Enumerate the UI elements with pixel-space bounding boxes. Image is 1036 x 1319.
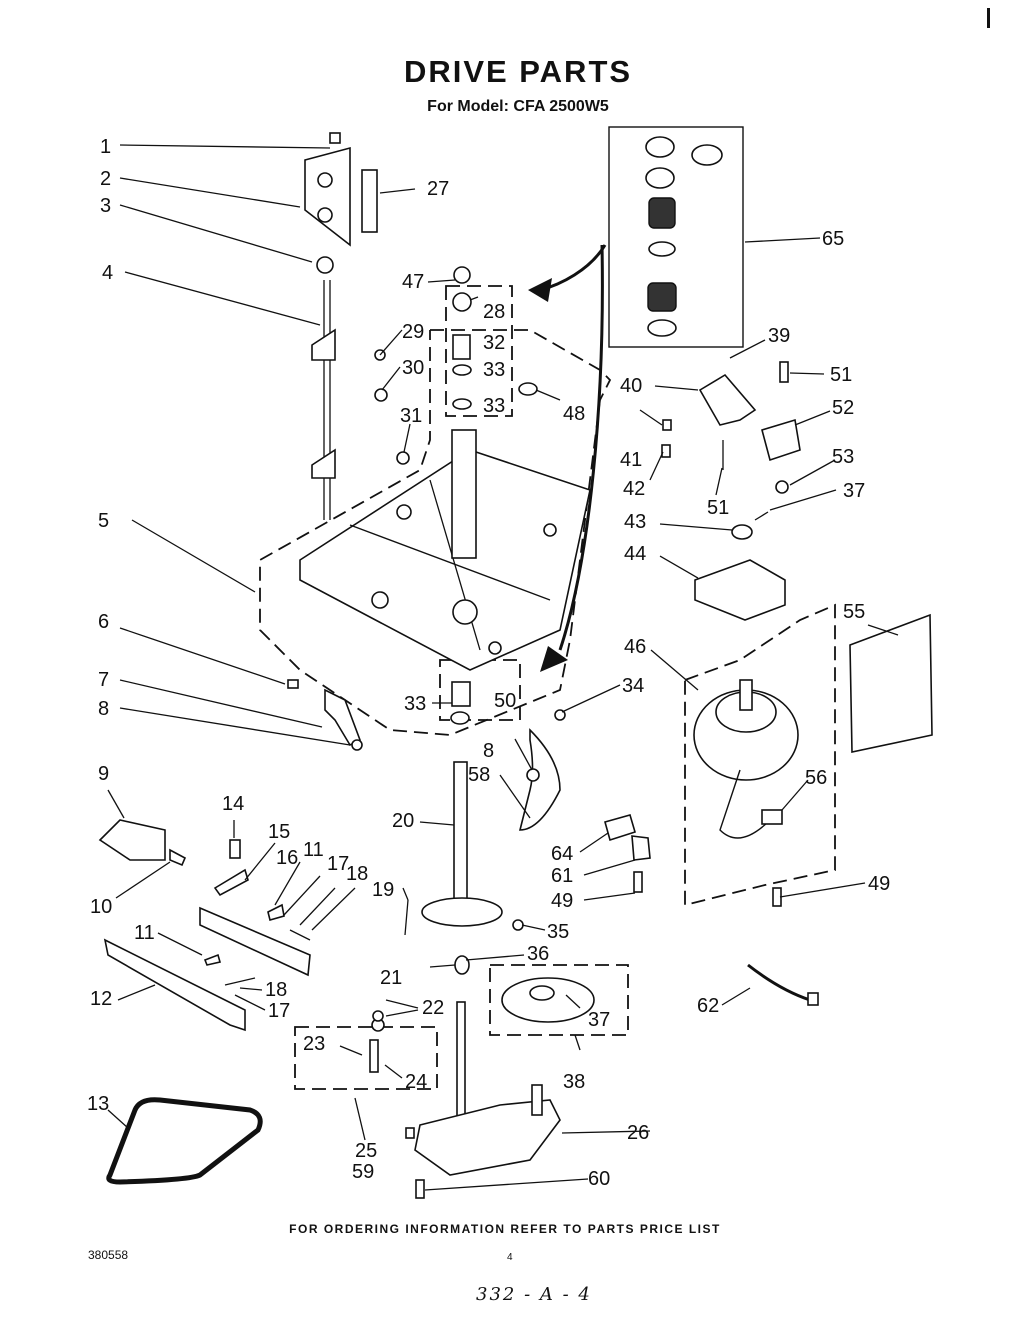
callout-23: 23 [303, 1033, 325, 1055]
leader-lines [107, 144, 899, 1191]
callout-38: 38 [563, 1071, 585, 1093]
callout-11b: 11 [303, 839, 324, 861]
callout-33a: 33 [483, 359, 505, 381]
callout-30: 30 [402, 357, 424, 379]
callout-18a: 18 [346, 863, 368, 885]
callout-36: 36 [527, 943, 549, 965]
callout-14: 14 [222, 793, 244, 815]
callout-28: 28 [483, 301, 505, 323]
callout-60: 60 [588, 1168, 610, 1190]
callout-15: 15 [268, 821, 290, 843]
ordering-note: FOR ORDERING INFORMATION REFER TO PARTS … [289, 1222, 721, 1236]
callout-59: 59 [352, 1161, 374, 1183]
callout-32: 32 [483, 332, 505, 354]
callout-9: 9 [98, 763, 109, 785]
callout-53: 53 [832, 446, 854, 468]
curved-indicator-arrows [528, 244, 607, 672]
callout-48: 48 [563, 403, 585, 425]
callout-2: 2 [100, 168, 111, 190]
callout-25: 25 [355, 1140, 377, 1162]
callout-12: 12 [90, 988, 112, 1010]
page-title: DRIVE PARTS [403, 54, 633, 89]
callout-16: 16 [276, 847, 298, 869]
callout-5: 5 [98, 510, 109, 532]
callout-7: 7 [98, 669, 109, 691]
callout-22: 22 [422, 997, 444, 1019]
callout-49b: 49 [868, 873, 890, 895]
callout-24: 24 [405, 1071, 427, 1093]
callout-27: 27 [427, 178, 449, 200]
callout-17a: 17 [327, 853, 349, 875]
callout-37b: 37 [588, 1009, 610, 1031]
model-subtitle: For Model: CFA 2500W5 [427, 98, 609, 115]
callout-40: 40 [620, 375, 642, 397]
callout-8b: 8 [483, 740, 494, 762]
callout-8a: 8 [98, 698, 109, 720]
callout-62: 62 [697, 995, 719, 1017]
callout-31: 31 [400, 405, 422, 427]
callout-55: 55 [843, 601, 865, 623]
callout-58: 58 [468, 764, 490, 786]
callout-51b: 51 [707, 497, 729, 519]
drive-train [369, 761, 595, 1199]
callout-10: 10 [90, 896, 112, 918]
callout-4: 4 [102, 262, 113, 284]
callout-13: 13 [87, 1093, 109, 1115]
callout-47: 47 [402, 271, 424, 293]
callout-39: 39 [768, 325, 790, 347]
callout-64: 64 [551, 843, 573, 865]
base-plate [299, 349, 591, 671]
margin-mark [987, 8, 990, 28]
callout-42: 42 [623, 478, 645, 500]
callout-29: 29 [402, 321, 424, 343]
callout-61: 61 [551, 865, 573, 887]
callout-51a: 51 [830, 364, 852, 386]
callout-49a: 49 [551, 890, 573, 912]
callout-50: 50 [494, 690, 516, 712]
drive-belt [106, 1097, 263, 1185]
callout-3: 3 [100, 195, 111, 217]
callout-33c: 33 [404, 693, 426, 715]
callout-26: 26 [627, 1122, 649, 1144]
callout-34: 34 [622, 675, 644, 697]
page-number: 4 [507, 1252, 513, 1263]
shaft-bushings [450, 266, 538, 725]
callout-11a: 11 [134, 922, 155, 944]
callout-6: 6 [98, 611, 109, 633]
callout-33b: 33 [483, 395, 505, 417]
callout-43: 43 [624, 511, 646, 533]
callout-52: 52 [832, 397, 854, 419]
callout-labels: 1 2 3 4 27 5 6 7 8 9 10 11 12 13 14 15 1… [87, 136, 890, 1190]
bracket-assembly [304, 132, 378, 520]
callout-46: 46 [624, 636, 646, 658]
parts-kit-65 [608, 126, 744, 348]
callout-35: 35 [547, 921, 569, 943]
small-parts-left [98, 679, 409, 1032]
dashed-group-boxes [259, 285, 836, 1090]
callout-41: 41 [620, 449, 642, 471]
callout-18b: 18 [265, 979, 287, 1001]
motor-assembly [512, 361, 933, 1006]
document-number: 380558 [88, 1248, 129, 1262]
callout-1: 1 [100, 136, 111, 158]
callout-20: 20 [392, 810, 414, 832]
callout-65: 65 [822, 228, 844, 250]
callout-44: 44 [624, 543, 646, 565]
callout-21: 21 [380, 967, 402, 989]
handwritten-reference: 332 - A - 4 [476, 1284, 592, 1305]
callout-56: 56 [805, 767, 827, 789]
callout-37a: 37 [843, 480, 865, 502]
callout-17b: 17 [268, 1000, 290, 1022]
callout-19: 19 [372, 879, 394, 901]
